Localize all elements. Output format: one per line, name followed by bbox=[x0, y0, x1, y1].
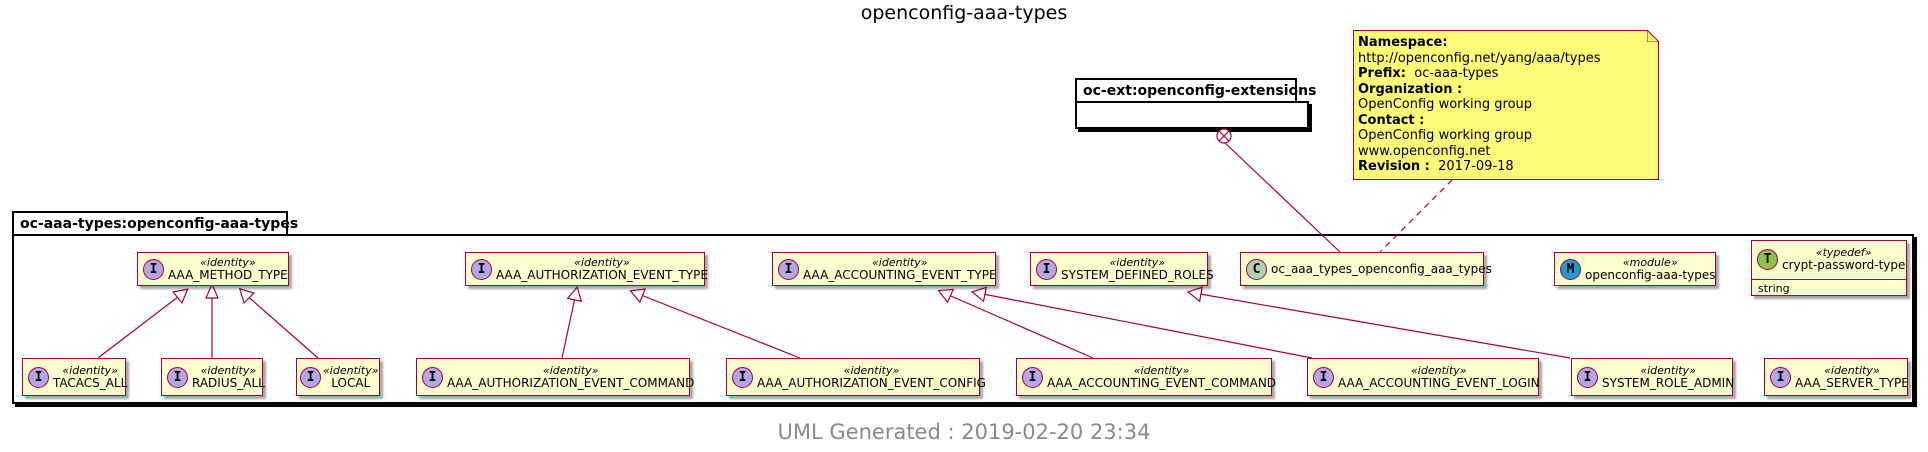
identity-badge-icon: I bbox=[1577, 366, 1598, 388]
inherit-line-role-admin bbox=[1193, 292, 1571, 359]
node-name: openconfig-aaa-types bbox=[1585, 268, 1716, 282]
node-name: SYSTEM_ROLE_ADMIN bbox=[1602, 376, 1735, 390]
node-name: AAA_AUTHORIZATION_EVENT_CONFIG bbox=[757, 376, 986, 390]
node-stereotype: «module» bbox=[1622, 256, 1678, 269]
node-name: AAA_SERVER_TYPE bbox=[1795, 376, 1909, 390]
node-name: AAA_ACCOUNTING_EVENT_COMMAND bbox=[1047, 376, 1277, 390]
identity-radius-all[interactable]: I «identity»RADIUS_ALL bbox=[161, 358, 265, 396]
identity-badge-icon: I bbox=[471, 258, 492, 280]
node-name: oc_aaa_types_openconfig_aaa_types bbox=[1271, 261, 1492, 276]
note-fold-icon bbox=[1647, 30, 1659, 42]
identity-aaa-accounting-event-type[interactable]: I «identity»AAA_ACCOUNTING_EVENT_TYPE bbox=[772, 252, 997, 286]
note-anchor-line bbox=[1379, 179, 1453, 253]
note-prefix-value: oc-aaa-types bbox=[1414, 66, 1499, 81]
identity-system-role-admin[interactable]: I «identity»SYSTEM_ROLE_ADMIN bbox=[1571, 358, 1735, 396]
identity-aaa-method-type[interactable]: I «identity»AAA_METHOD_TYPE bbox=[137, 252, 289, 286]
note-namespace-value: http://openconfig.net/yang/aaa/types bbox=[1358, 50, 1601, 66]
note-contact-line2: www.openconfig.net bbox=[1358, 143, 1491, 159]
node-stereotype: «typedef» bbox=[1815, 246, 1872, 259]
identity-tacacs-all[interactable]: I «identity»TACACS_ALL bbox=[22, 358, 128, 396]
node-name: AAA_METHOD_TYPE bbox=[168, 268, 288, 282]
node-name: SYSTEM_DEFINED_ROLES bbox=[1061, 268, 1214, 282]
typedef-crypt-password-type[interactable]: T «typedef»crypt-password-type string bbox=[1751, 240, 1907, 296]
node-stereotype: «identity» bbox=[843, 364, 900, 377]
node-stereotype: «identity» bbox=[1640, 364, 1696, 377]
node-name: AAA_ACCOUNTING_EVENT_LOGIN bbox=[1338, 376, 1540, 390]
node-name: LOCAL bbox=[331, 376, 371, 390]
node-stereotype: «identity» bbox=[1824, 364, 1880, 377]
node-stereotype: «identity» bbox=[62, 364, 118, 377]
node-stereotype: «identity» bbox=[200, 256, 256, 269]
diagram-title: openconfig-aaa-types bbox=[860, 2, 1068, 24]
inherit-line-local bbox=[243, 292, 319, 359]
identity-badge-icon: I bbox=[1036, 258, 1057, 280]
package-label-extensions: oc-ext:openconfig-extensions bbox=[1083, 83, 1317, 99]
identity-badge-icon: I bbox=[778, 258, 799, 280]
identity-badge-icon: I bbox=[300, 366, 321, 388]
node-stereotype: «identity» bbox=[542, 364, 599, 377]
node-name: AAA_AUTHORIZATION_EVENT_COMMAND bbox=[447, 376, 695, 390]
module-openconfig-aaa-types[interactable]: M «module»openconfig-aaa-types bbox=[1554, 252, 1716, 286]
package-tab-main: oc-aaa-types:openconfig-aaa-types bbox=[12, 211, 298, 235]
identity-system-defined-roles[interactable]: I «identity»SYSTEM_DEFINED_ROLES bbox=[1030, 252, 1214, 286]
node-name: TACACS_ALL bbox=[53, 376, 128, 390]
typedef-badge-icon: T bbox=[1757, 248, 1778, 270]
node-name: RADIUS_ALL bbox=[192, 376, 265, 390]
node-stereotype: «identity» bbox=[574, 256, 630, 269]
identity-badge-icon: I bbox=[1770, 366, 1791, 388]
identity-aaa-authorization-event-command[interactable]: I «identity»AAA_AUTHORIZATION_EVENT_COMM… bbox=[416, 358, 694, 396]
nested-line-extensions bbox=[1223, 141, 1341, 253]
node-stereotype: «identity» bbox=[1109, 256, 1166, 269]
inherit-line-acct-command bbox=[943, 292, 1094, 359]
generated-footer: UML Generated : 2019-02-20 23:34 bbox=[777, 420, 1151, 444]
note-contact-line1: OpenConfig working group bbox=[1358, 128, 1533, 143]
identity-badge-icon: I bbox=[167, 366, 188, 388]
module-info-note: Namespace: http://openconfig.net/yang/aa… bbox=[1353, 30, 1659, 180]
identity-badge-icon: I bbox=[1022, 366, 1043, 388]
note-namespace-label: Namespace: bbox=[1358, 35, 1448, 50]
package-body-extensions bbox=[1075, 101, 1309, 129]
node-stereotype: «identity» bbox=[200, 364, 257, 377]
identity-badge-icon: I bbox=[422, 366, 443, 388]
package-label-main: oc-aaa-types:openconfig-aaa-types bbox=[20, 216, 299, 232]
identity-aaa-authorization-event-type[interactable]: I «identity»AAA_AUTHORIZATION_EVENT_TYPE bbox=[465, 252, 708, 286]
node-stereotype: «identity» bbox=[323, 364, 379, 377]
identity-badge-icon: I bbox=[143, 258, 164, 280]
node-name: AAA_AUTHORIZATION_EVENT_TYPE bbox=[496, 268, 708, 282]
inherit-line-tacacs bbox=[97, 292, 184, 359]
class-badge-icon: C bbox=[1246, 258, 1267, 280]
node-stereotype: «identity» bbox=[1133, 364, 1190, 377]
identity-badge-icon: I bbox=[732, 366, 753, 388]
identity-aaa-server-type[interactable]: I «identity»AAA_SERVER_TYPE bbox=[1764, 358, 1909, 396]
typedef-attribute: string bbox=[1752, 279, 1906, 297]
identity-aaa-authorization-event-config[interactable]: I «identity»AAA_AUTHORIZATION_EVENT_CONF… bbox=[726, 358, 986, 396]
note-organization-label: Organization : bbox=[1358, 81, 1463, 97]
identity-aaa-accounting-event-login[interactable]: I «identity»AAA_ACCOUNTING_EVENT_LOGIN bbox=[1307, 358, 1540, 396]
note-prefix-label: Prefix: bbox=[1358, 66, 1406, 81]
note-organization-value: OpenConfig working group bbox=[1358, 97, 1533, 112]
inherit-line-authz-command bbox=[561, 292, 577, 359]
identity-badge-icon: I bbox=[1313, 366, 1334, 388]
node-name: AAA_ACCOUNTING_EVENT_TYPE bbox=[803, 268, 997, 282]
class-oc-aaa-types[interactable]: C oc_aaa_types_openconfig_aaa_types bbox=[1240, 252, 1492, 286]
inherit-line-authz-config bbox=[635, 292, 801, 359]
note-contact-label: Contact : bbox=[1358, 112, 1425, 128]
identity-local[interactable]: I «identity»LOCAL bbox=[296, 358, 380, 396]
module-badge-icon: M bbox=[1560, 258, 1581, 280]
inherit-line-acct-login bbox=[977, 292, 1313, 359]
identity-aaa-accounting-event-command[interactable]: I «identity»AAA_ACCOUNTING_EVENT_COMMAND bbox=[1016, 358, 1276, 396]
node-stereotype: «identity» bbox=[1411, 364, 1467, 377]
note-revision-value: 2017-09-18 bbox=[1438, 159, 1514, 174]
note-revision-label: Revision : bbox=[1358, 159, 1430, 174]
node-name: crypt-password-type bbox=[1782, 258, 1906, 272]
identity-badge-icon: I bbox=[28, 366, 49, 388]
node-stereotype: «identity» bbox=[872, 256, 928, 269]
